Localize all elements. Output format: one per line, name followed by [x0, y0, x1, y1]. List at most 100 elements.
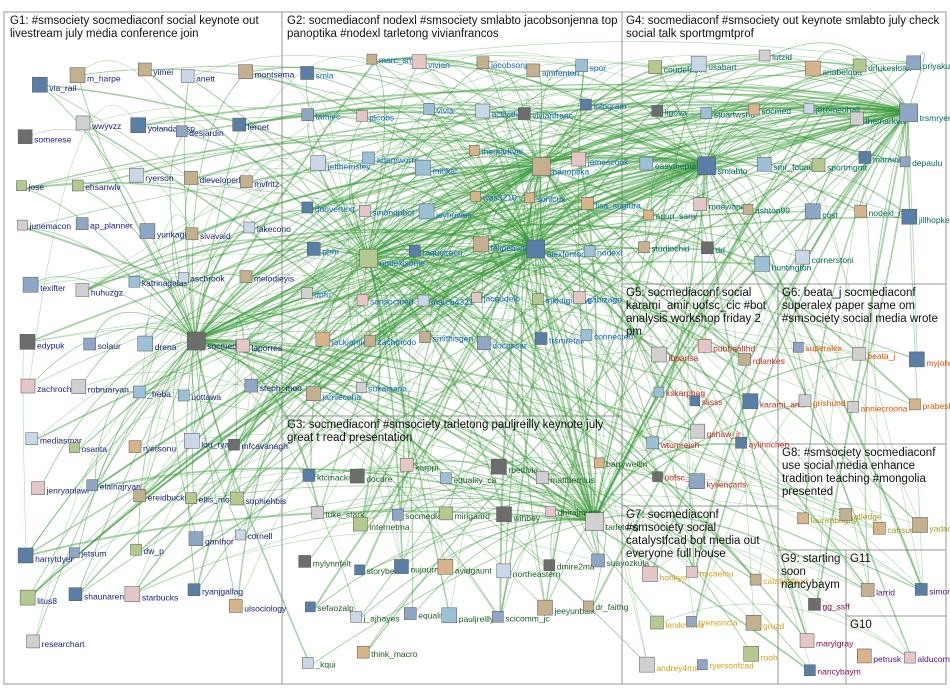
node-nodexl[interactable]: nodexl — [583, 245, 622, 258]
node-vivia[interactable]: vivia — [423, 103, 454, 115]
node-cornell[interactable]: cornell — [235, 529, 272, 541]
node-scicomm-jc[interactable]: scicomm_jc — [492, 611, 550, 623]
node-moewanino[interactable]: moewanino — [693, 197, 753, 212]
node-mattbernius[interactable]: mattbernius — [536, 471, 595, 485]
node-junemacon[interactable]: junemacon — [17, 219, 72, 231]
node-rbettivia[interactable]: rbettivia — [491, 458, 538, 475]
node-sonsocmed[interactable]: sonsocmed — [356, 294, 414, 306]
node-steph-moo[interactable]: steph_moo — [244, 378, 302, 393]
node-wihbey[interactable]: wihbey — [496, 506, 541, 523]
node-phm[interactable]: phm — [306, 242, 339, 256]
node-sonicux[interactable]: sonicux — [524, 192, 567, 204]
node-kyliencarls[interactable]: kyliencarls — [689, 473, 747, 490]
node-mediasmar[interactable]: mediasmar — [25, 432, 82, 446]
node-sophiehbis[interactable]: sophiehbis — [230, 491, 286, 506]
node-equalit[interactable]: equalit — [403, 607, 444, 621]
node-alexfenton[interactable]: alexfenton — [526, 239, 586, 259]
node-lisa-sugiura[interactable]: lisa_sugiura — [581, 197, 641, 210]
node-simonacio[interactable]: simonacio — [915, 583, 950, 596]
node-dhirajmurthy[interactable]: dhirajmurthy — [545, 506, 606, 518]
node-docdre[interactable]: docdre — [350, 468, 393, 484]
node-vivianfranc[interactable]: vivianfranc — [518, 107, 574, 121]
node--heba[interactable]: _heba — [133, 385, 171, 399]
node-usabart[interactable]: usabart — [690, 55, 737, 72]
node-slisss[interactable]: slisss — [689, 395, 723, 407]
node-gruzd[interactable]: gruzd — [745, 614, 785, 631]
node-zachroche1[interactable]: zachroche1 — [20, 378, 81, 394]
node-rooh[interactable]: rooh — [743, 646, 778, 662]
node-internetma[interactable]: internetma — [353, 516, 410, 532]
node-marcb4321[interactable]: marcb4321 — [417, 294, 474, 307]
node-drl[interactable]: drl — [701, 241, 725, 255]
node-nancybaym[interactable]: nancybaym — [804, 664, 861, 677]
node-grishund[interactable]: grishund — [798, 394, 846, 408]
node-adamworra[interactable]: adamworra — [362, 151, 420, 165]
node-lou-ryan[interactable]: lou_ryan — [184, 433, 234, 449]
node-ehsanwlv[interactable]: ehsanwlv — [71, 179, 121, 192]
node-jeromeohall[interactable]: jeromeohall — [803, 103, 860, 115]
node-hohkyo[interactable]: hohkyo — [642, 566, 687, 582]
node-smithisgen[interactable]: smithisgen — [419, 331, 474, 344]
node-texifter[interactable]: texifter — [22, 276, 66, 293]
node-marylgray[interactable]: marylgray — [799, 633, 854, 649]
node-ganthor[interactable]: ganthor — [188, 531, 234, 547]
node-solaur[interactable]: solaur — [83, 337, 121, 351]
node-nujournalis[interactable]: nujournalis — [394, 559, 452, 574]
node-activith[interactable]: activith — [475, 103, 519, 119]
node-nodexlsonie[interactable]: nodexlsonie — [359, 248, 426, 268]
node-prabeshsu[interactable]: prabeshsu — [909, 398, 950, 411]
node-felipebsoar[interactable]: felipebsoar — [473, 236, 533, 253]
node-osanta[interactable]: osanta — [69, 442, 107, 454]
node-ktcmackinn[interactable]: ktcmackinn — [302, 469, 360, 482]
node-mvfritz[interactable]: mvfritz — [239, 175, 279, 189]
node-aschrook[interactable]: aschrook — [178, 272, 226, 284]
node--kqui[interactable]: _kqui — [302, 657, 336, 669]
node-jacobsonjen[interactable]: jacobsonjen — [476, 56, 537, 70]
node-yurikagey[interactable]: yurikagey — [139, 223, 194, 240]
node-jillhopke[interactable]: jillhopke — [901, 208, 950, 225]
node-pauljreilly[interactable]: pauljreilly — [441, 607, 495, 624]
node-dleveloperl[interactable]: dleveloperl — [184, 170, 241, 185]
node-smandpbot[interactable]: smandpbot — [359, 205, 415, 217]
node-harrytdyer[interactable]: harrytdyer — [17, 547, 74, 564]
node-mktdiginews[interactable]: mktdiginews — [532, 293, 592, 306]
node-somerese[interactable]: somerese — [17, 129, 72, 145]
node-edypuk[interactable]: edypuk — [19, 334, 65, 350]
node-vivian[interactable]: vivian — [411, 54, 450, 70]
node-socmed[interactable]: socmed — [748, 103, 791, 116]
node-m-harpe[interactable]: m_harpe — [69, 67, 121, 84]
node-trsmretail[interactable]: trsmretail — [534, 332, 584, 346]
node-easythepia[interactable]: easythepia — [639, 156, 696, 171]
node-northeastern[interactable]: northeastern — [496, 563, 561, 579]
node-j-ajhayes[interactable]: j_ajhayes — [350, 611, 400, 623]
node-tarletong[interactable]: tarletong — [585, 512, 639, 532]
node-litus8[interactable]: litus8 — [19, 589, 57, 606]
node-ashton99[interactable]: ashton99 — [742, 204, 790, 215]
node-atledge[interactable]: atledge — [839, 508, 882, 522]
node-yimei[interactable]: yimei — [138, 62, 173, 77]
node-themarkval[interactable]: themarkval — [469, 145, 523, 156]
node-docassar[interactable]: docassar — [477, 336, 527, 351]
node-studiochid[interactable]: studiochid — [638, 241, 690, 254]
node-dpfu[interactable]: dpfu — [301, 287, 331, 300]
node-was3210[interactable]: was3210 — [470, 191, 517, 202]
node-drena[interactable]: drena — [137, 335, 177, 352]
node-gshaw-jr[interactable]: gshaw_jr — [690, 423, 741, 439]
node-dw-p[interactable]: dw_p — [130, 543, 165, 556]
node-yolandayssp[interactable]: yolandayssp — [130, 117, 196, 134]
node-connected[interactable]: connected — [580, 329, 633, 342]
node-wtomreich[interactable]: wtomreich — [646, 436, 700, 450]
node-jetsum[interactable]: jetsum — [69, 547, 106, 559]
node-ulsociology[interactable]: ulsociology — [228, 599, 287, 613]
node-sefaozalp[interactable]: sefaozalp — [305, 601, 354, 613]
node-mylynnfelt[interactable]: mylynnfelt — [298, 555, 352, 568]
node-laporres[interactable]: laporres — [236, 338, 282, 353]
node-mirigaard[interactable]: mirigaard — [439, 506, 491, 521]
node-desjardin[interactable]: desjardin — [175, 125, 224, 138]
node-smla[interactable]: smla — [300, 66, 334, 80]
node-nodexl-mk[interactable]: nodexl_mk — [854, 204, 911, 218]
node-cornerstoni[interactable]: cornerstoni — [795, 249, 854, 265]
node-spor[interactable]: spor — [575, 59, 607, 73]
node-huntington[interactable]: huntington — [754, 256, 812, 272]
node-uottawa[interactable]: uottawa — [178, 389, 221, 402]
